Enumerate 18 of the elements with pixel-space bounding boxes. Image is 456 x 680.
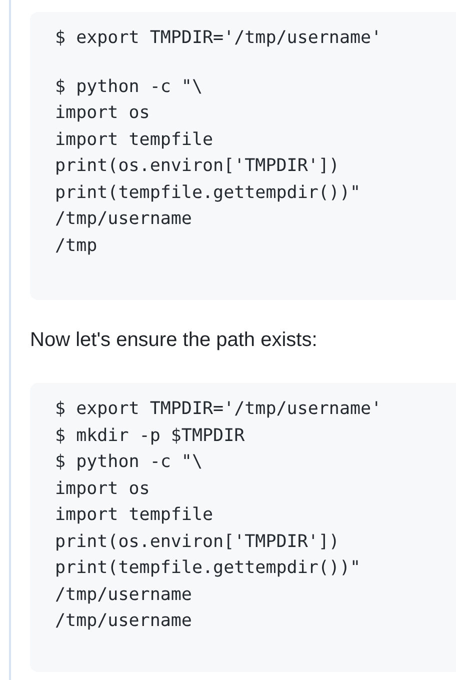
paragraph-text: Now let's ensure the path exists: (30, 329, 318, 352)
code-line: /tmp (55, 236, 98, 256)
code-line: import tempfile (55, 505, 214, 525)
code-line: import os (55, 478, 150, 498)
code-line: print(tempfile.gettempdir())" (55, 182, 361, 202)
code-line: $ python -c "\ (55, 76, 203, 96)
code-line: /tmp/username (55, 584, 192, 604)
code-line: print(os.environ['TMPDIR']) (55, 532, 340, 552)
code-line: print(os.environ['TMPDIR']) (55, 156, 340, 176)
code-line: /tmp/username (55, 209, 192, 229)
code-line: import os (55, 103, 150, 123)
code-line: import tempfile (55, 130, 214, 150)
code-line: $ export TMPDIR='/tmp/username' (55, 28, 382, 48)
code-line: $ python -c "\ (55, 452, 203, 472)
code-line: $ mkdir -p $TMPDIR (55, 426, 245, 446)
code-line: print(tempfile.gettempdir())" (55, 558, 361, 578)
code-line: $ export TMPDIR='/tmp/username' (55, 399, 382, 419)
code-line: /tmp/username (55, 611, 192, 631)
